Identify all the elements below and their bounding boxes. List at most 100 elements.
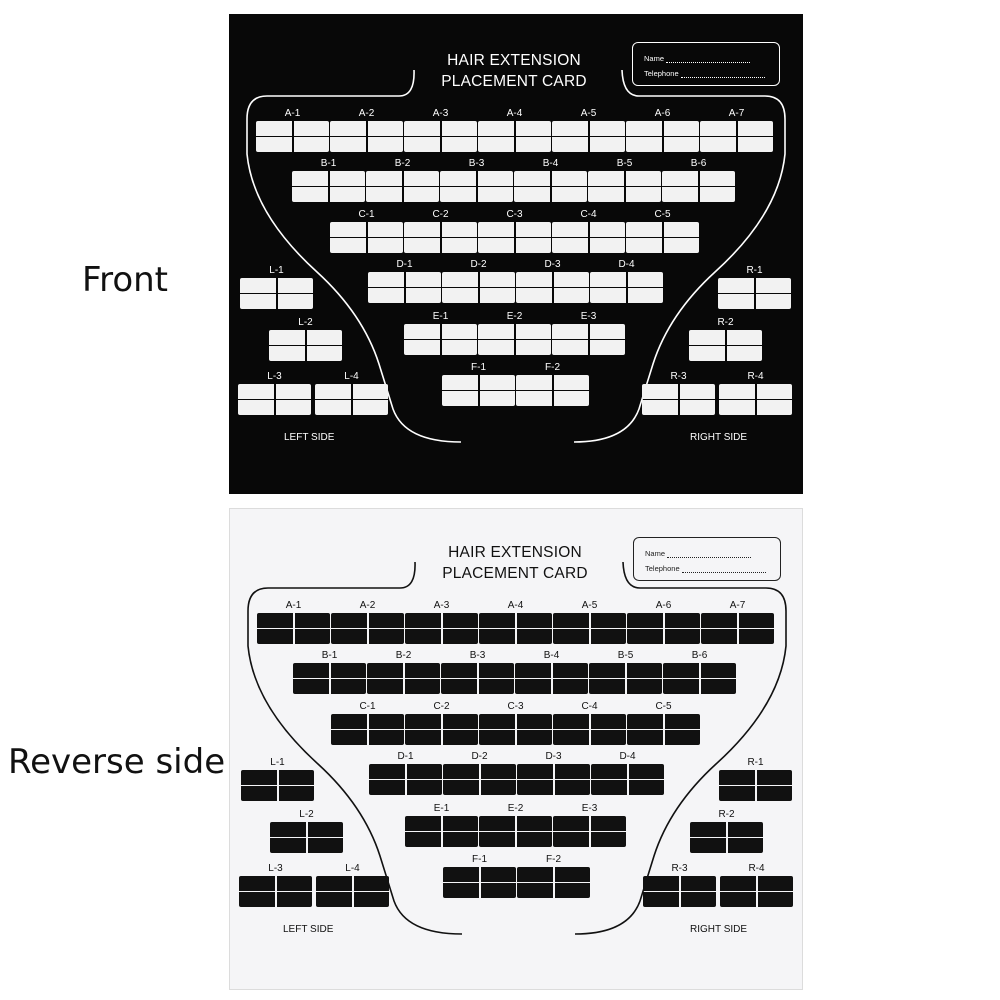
- slot-cell: [664, 730, 700, 745]
- slot-cell: [368, 629, 404, 644]
- slot-l-4: [315, 384, 388, 415]
- section-label-b-5: B-5: [617, 650, 634, 661]
- slot-cell: [515, 324, 551, 339]
- slot-cell: [514, 187, 550, 202]
- slot-cell: [440, 187, 476, 202]
- telephone-line: Telephone: [645, 564, 766, 573]
- slot-cell: [515, 238, 551, 253]
- slot-cell: [590, 272, 626, 287]
- slot-cell: [663, 663, 699, 678]
- section-label-r-2: R-2: [718, 809, 735, 820]
- slot-cell: [269, 330, 305, 345]
- slot-cell: [353, 876, 389, 891]
- slot-cell: [726, 330, 762, 345]
- slot-cell: [329, 187, 365, 202]
- slot-cell: [516, 832, 552, 847]
- section-label-e-2: E-2: [506, 311, 523, 322]
- slot-cell: [515, 137, 551, 152]
- section-label-c-3: C-3: [507, 701, 524, 712]
- slot-cell: [404, 238, 440, 253]
- section-label-l-3: L-3: [267, 371, 282, 382]
- slot-cell: [700, 137, 736, 152]
- slot-cell: [404, 679, 440, 694]
- slot-b-1: [292, 171, 365, 202]
- section-label-b-1: B-1: [320, 158, 337, 169]
- section-label-a-6: A-6: [654, 108, 671, 119]
- slot-l-1: [241, 770, 314, 801]
- slot-cell: [515, 222, 551, 237]
- slot-cell: [516, 391, 552, 406]
- slot-cell: [588, 187, 624, 202]
- slot-cell: [405, 629, 441, 644]
- slot-cell: [664, 629, 700, 644]
- slot-cell: [738, 629, 774, 644]
- slot-d-4: [591, 764, 664, 795]
- slot-cell: [443, 883, 479, 898]
- slot-cell: [480, 883, 516, 898]
- slot-cell: [441, 222, 477, 237]
- slot-c-4: [552, 222, 625, 253]
- section-label-r-3: R-3: [671, 863, 688, 874]
- section-label-b-4: B-4: [543, 650, 560, 661]
- slot-cell: [701, 629, 737, 644]
- slot-cell: [442, 832, 478, 847]
- slot-a-3: [404, 121, 477, 152]
- slot-cell: [239, 892, 275, 907]
- slot-b-5: [589, 663, 662, 694]
- slot-cell: [406, 780, 442, 795]
- reverse-card: HAIR EXTENSION PLACEMENT CARD Name Telep…: [229, 508, 803, 990]
- slot-cell: [331, 629, 367, 644]
- slot-cell: [515, 340, 551, 355]
- slot-cell: [516, 288, 552, 303]
- slot-b-4: [514, 171, 587, 202]
- slot-cell: [700, 121, 736, 136]
- slot-cell: [554, 867, 590, 882]
- slot-cell: [306, 346, 342, 361]
- slot-b-5: [588, 171, 661, 202]
- slot-cell: [366, 171, 402, 186]
- section-label-e-3: E-3: [580, 311, 597, 322]
- slot-cell: [479, 391, 515, 406]
- slot-cell: [442, 613, 478, 628]
- slot-cell: [625, 171, 661, 186]
- slot-cell: [478, 222, 514, 237]
- slot-cell: [755, 294, 791, 309]
- slot-cell: [442, 714, 478, 729]
- slot-cell: [664, 714, 700, 729]
- slot-cell: [479, 272, 515, 287]
- slot-cell: [757, 876, 793, 891]
- section-label-l-2: L-2: [299, 809, 314, 820]
- slot-cell: [442, 730, 478, 745]
- slot-c-5: [627, 714, 700, 745]
- slot-cell: [276, 892, 312, 907]
- slot-cell: [680, 892, 716, 907]
- slot-cell: [701, 613, 737, 628]
- section-label-a-7: A-7: [729, 600, 746, 611]
- slot-cell: [404, 324, 440, 339]
- slot-cell: [718, 278, 754, 293]
- slot-cell: [553, 730, 589, 745]
- telephone-field-label: Telephone: [644, 69, 679, 78]
- slot-cell: [626, 663, 662, 678]
- slot-cell: [441, 121, 477, 136]
- slot-cell: [479, 288, 515, 303]
- section-label-l-1: L-1: [270, 757, 285, 768]
- slot-cell: [441, 340, 477, 355]
- slot-d-3: [516, 272, 589, 303]
- slot-cell: [551, 187, 587, 202]
- section-label-b-4: B-4: [542, 158, 559, 169]
- slot-a-3: [405, 613, 478, 644]
- slot-c-3: [478, 222, 551, 253]
- slot-cell: [440, 171, 476, 186]
- slot-cell: [662, 187, 698, 202]
- slot-cell: [626, 121, 662, 136]
- slot-cell: [690, 822, 726, 837]
- slot-a-4: [478, 121, 551, 152]
- head-outline-path: [246, 69, 786, 443]
- slot-cell: [738, 613, 774, 628]
- name-field-label: Name: [645, 549, 666, 558]
- slot-c-3: [479, 714, 552, 745]
- slot-cell: [590, 832, 626, 847]
- slot-cell: [368, 730, 404, 745]
- slot-cell: [553, 816, 589, 831]
